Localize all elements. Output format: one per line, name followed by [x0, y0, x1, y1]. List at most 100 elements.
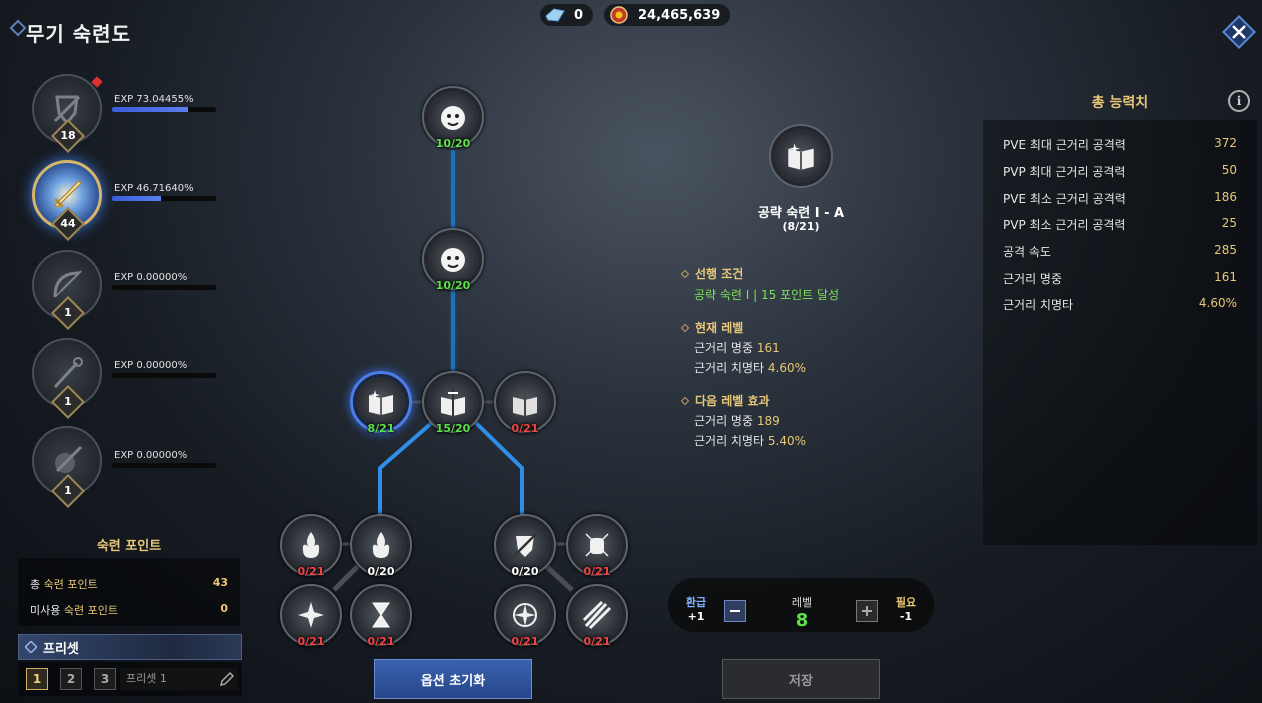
skill-node-top[interactable] [422, 86, 484, 148]
crystal-currency: 0 [540, 4, 594, 26]
skill-node-count: 0/21 [583, 565, 611, 578]
level-value: 8 [795, 610, 809, 631]
skill-node-second[interactable] [422, 228, 484, 290]
skill-node-right-c[interactable] [494, 584, 556, 646]
skill-node-count: 10/20 [435, 137, 471, 150]
lion-emblem-icon [441, 248, 465, 272]
crystal-icon [544, 6, 566, 24]
slash-icon [582, 600, 612, 630]
hourglass-icon [372, 602, 390, 628]
flame-hands-icon [302, 532, 320, 558]
next-stat-row: 근거리 치명타 5.40% [694, 434, 806, 448]
gold-currency: 24,465,639 [604, 4, 731, 26]
flame-hands-icon [372, 532, 390, 558]
edit-icon[interactable] [218, 670, 236, 692]
save-button[interactable]: 저장 [722, 659, 880, 699]
skill-node-right-b[interactable] [566, 514, 628, 576]
book-sword-icon [441, 388, 465, 416]
prereq-heading: 선행 조건 [680, 265, 743, 282]
skill-node-left-b[interactable] [350, 514, 412, 576]
sword-icon [53, 179, 83, 209]
skill-node-count: 8/21 [367, 422, 395, 435]
bow-icon [53, 270, 82, 298]
close-button[interactable] [1222, 15, 1256, 49]
reset-options-button[interactable]: 옵션 초기화 [374, 659, 532, 699]
weapon-slot-5[interactable] [32, 426, 102, 496]
shield-sword-icon [513, 533, 537, 557]
skill-node-right-a[interactable] [494, 514, 556, 576]
info-icon[interactable]: i [1228, 90, 1250, 112]
level-control [668, 578, 934, 632]
skill-node-count: 15/20 [435, 422, 471, 435]
book-sparkle-icon [788, 143, 814, 170]
required-info: 필요 -1 [895, 596, 917, 623]
weapon-exp-bar [112, 107, 216, 112]
current-stat-row: 근거리 명중 161 [694, 341, 780, 355]
skill-node-right-d[interactable] [566, 584, 628, 646]
preset-title: 프리셋 [43, 641, 79, 657]
lion-emblem-icon [441, 106, 465, 130]
skill-node-left-c[interactable] [280, 584, 342, 646]
skill-node-count: 0/20 [367, 565, 395, 578]
weapon-exp-label: EXP 46.71640% [114, 183, 194, 194]
weapon-exp-label: EXP 0.00000% [114, 450, 188, 461]
weapon-exp-label: EXP 0.00000% [114, 272, 188, 283]
crossbow-shield-icon [53, 95, 81, 126]
skill-node-count: 0/21 [297, 635, 325, 648]
decrease-level-button[interactable] [724, 600, 746, 622]
current-stat-row: 근거리 치명타 4.60% [694, 361, 806, 375]
weapon-exp-bar [112, 463, 216, 468]
close-icon [1222, 15, 1256, 49]
total-stats-title: 총 능력치 [1091, 95, 1149, 111]
total-stats-panel [983, 120, 1257, 545]
skill-name: 공략 숙련 I - A [757, 206, 845, 221]
skill-node-attack-mastery-b[interactable] [494, 371, 556, 433]
crystal-amount: 0 [574, 7, 584, 23]
weapon-exp-label: EXP 73.04455% [114, 94, 194, 105]
gold-coin-icon [608, 6, 630, 24]
level-label: 레벨 [791, 596, 813, 609]
page-title: 무기 숙련도 [26, 22, 131, 46]
weapon-exp-bar [112, 196, 216, 201]
skill-node-count: 10/20 [435, 279, 471, 292]
current-level-heading: 현재 레벨 [680, 319, 743, 336]
next-level-heading: 다음 레벨 효과 [680, 392, 770, 409]
unused-points-row: 미사용 숙련 포인트 0 [30, 602, 228, 617]
preset-header: 프리셋 [18, 634, 242, 660]
preset-name-field[interactable]: 프리셋 1 [120, 668, 238, 690]
skill-node-left-a[interactable] [280, 514, 342, 576]
minus-icon [730, 610, 740, 612]
skill-node-count: 0/21 [297, 565, 325, 578]
weapon-exp-bar [112, 373, 216, 378]
gold-amount: 24,465,639 [638, 7, 721, 23]
staff-icon [53, 357, 83, 389]
book-sparkle-icon [369, 390, 393, 415]
increase-level-button[interactable] [856, 600, 878, 622]
book-sword-icon [513, 388, 537, 416]
fist-icon [585, 533, 609, 557]
weapon-exp-label: EXP 0.00000% [114, 360, 188, 371]
total-points-row: 총 숙련 포인트 43 [30, 576, 228, 591]
skill-node-attack-mastery-a[interactable] [350, 371, 412, 433]
preset-slot-2[interactable]: 2 [60, 668, 82, 690]
preset-slot-1[interactable]: 1 [26, 668, 48, 690]
skill-node-count: 0/21 [511, 422, 539, 435]
mastery-points-title: 숙련 포인트 [96, 539, 162, 554]
prereq-text: 공략 숙련 I | 15 포인트 달성 [694, 288, 840, 302]
skill-node-left-d[interactable] [350, 584, 412, 646]
dagger-icon [55, 445, 83, 473]
skill-node-count: 0/21 [511, 635, 539, 648]
compass-star-icon [298, 602, 324, 628]
weapon-exp-bar [112, 285, 216, 290]
plus-icon [862, 606, 872, 616]
preset-slot-3[interactable]: 3 [94, 668, 116, 690]
unused-points-value: 0 [220, 602, 228, 615]
skill-node-center[interactable] [422, 371, 484, 433]
